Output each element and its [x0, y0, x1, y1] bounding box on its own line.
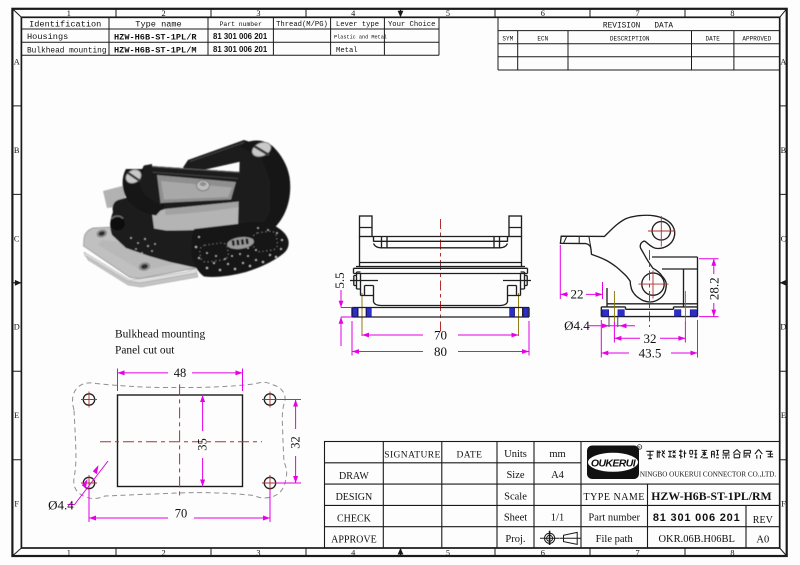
svg-text:81 301 006 201: 81 301 006 201	[213, 32, 268, 41]
svg-text:1/1: 1/1	[551, 513, 564, 524]
svg-text:81 301 006 201: 81 301 006 201	[213, 45, 268, 54]
svg-text:Units: Units	[504, 449, 527, 460]
svg-text:R: R	[638, 446, 641, 450]
svg-text:ECN: ECN	[537, 36, 548, 43]
svg-text:Size: Size	[506, 470, 524, 481]
svg-text:Your Choice: Your Choice	[388, 21, 435, 29]
svg-text:TYPE NAME: TYPE NAME	[583, 492, 644, 503]
svg-text:SYM: SYM	[502, 36, 513, 43]
svg-text:Part number: Part number	[588, 513, 640, 524]
svg-text:1: 1	[67, 9, 71, 18]
svg-text:HZW-H6B-ST-1PL/R: HZW-H6B-ST-1PL/R	[114, 32, 197, 42]
svg-text:E: E	[781, 411, 786, 420]
svg-text:B: B	[781, 146, 787, 155]
svg-text:4: 4	[351, 548, 356, 557]
svg-text:8: 8	[730, 9, 734, 18]
svg-text:Metal: Metal	[336, 47, 358, 55]
svg-text:4: 4	[351, 9, 356, 18]
svg-text:APPROVE: APPROVE	[331, 535, 377, 546]
svg-text:B: B	[14, 146, 20, 155]
svg-text:Part number: Part number	[220, 21, 262, 28]
svg-text:Panel cut out: Panel cut out	[115, 345, 175, 357]
svg-text:REV: REV	[753, 515, 774, 526]
svg-text:DATE: DATE	[456, 451, 482, 461]
svg-text:2: 2	[162, 548, 166, 557]
svg-text:5.5: 5.5	[332, 272, 347, 288]
svg-text:8: 8	[730, 548, 734, 557]
svg-text:Housings: Housings	[27, 32, 68, 42]
svg-text:2: 2	[162, 9, 166, 18]
svg-text:80: 80	[434, 344, 447, 359]
svg-text:SIGNATURE: SIGNATURE	[384, 451, 440, 461]
svg-text:81 301 006 201: 81 301 006 201	[653, 512, 741, 524]
svg-text:Ø4.4: Ø4.4	[564, 318, 590, 333]
svg-text:A: A	[14, 58, 20, 67]
svg-text:DESIGN: DESIGN	[336, 492, 373, 503]
svg-text:mm: mm	[549, 449, 565, 460]
svg-text:NINGBO OUKERUI CONNECTOR CO.,L: NINGBO OUKERUI CONNECTOR CO.,LTD.	[640, 471, 777, 479]
svg-text:32: 32	[289, 436, 303, 449]
svg-text:48: 48	[174, 366, 187, 380]
svg-text:Thread(M/PG): Thread(M/PG)	[276, 21, 328, 29]
svg-text:Lever type: Lever type	[336, 21, 379, 29]
svg-text:HZW-H6B-ST-1PL/RM: HZW-H6B-ST-1PL/RM	[651, 489, 771, 503]
svg-text:F: F	[781, 500, 786, 509]
svg-text:File path: File path	[596, 534, 634, 545]
svg-text:E: E	[14, 411, 19, 420]
svg-text:70: 70	[175, 507, 188, 521]
svg-text:5: 5	[446, 9, 450, 18]
svg-text:7: 7	[636, 548, 640, 557]
svg-text:28.2: 28.2	[706, 277, 721, 300]
svg-text:C: C	[781, 234, 787, 243]
svg-text:7: 7	[636, 9, 640, 18]
svg-text:D: D	[780, 323, 786, 332]
svg-text:F: F	[14, 500, 19, 509]
svg-text:APPROVED: APPROVED	[742, 36, 771, 43]
svg-text:DESCRIPTION: DESCRIPTION	[610, 36, 650, 43]
svg-text:70: 70	[434, 328, 447, 343]
svg-text:35: 35	[196, 438, 210, 451]
svg-text:43.5: 43.5	[639, 345, 662, 360]
svg-text:3: 3	[256, 548, 260, 557]
svg-text:Ø4.4: Ø4.4	[48, 498, 74, 513]
svg-text:6: 6	[541, 9, 545, 18]
svg-text:A4: A4	[551, 470, 565, 481]
svg-text:Scale: Scale	[504, 491, 527, 502]
svg-text:A: A	[780, 58, 786, 67]
svg-text:Sheet: Sheet	[504, 513, 527, 524]
svg-text:22: 22	[571, 287, 584, 302]
svg-text:DRAW: DRAW	[339, 471, 369, 482]
svg-text:REVISION DATA: REVISION DATA	[603, 23, 674, 31]
svg-text:DATE: DATE	[705, 36, 720, 43]
svg-text:3: 3	[256, 9, 260, 18]
svg-text:Proj.: Proj.	[505, 534, 525, 545]
svg-text:C: C	[14, 234, 20, 243]
svg-text:Identification: Identification	[29, 20, 101, 30]
svg-text:Type name: Type name	[135, 20, 181, 30]
svg-text:OUKERUI: OUKERUI	[591, 458, 637, 470]
svg-text:Bulkhead mounting: Bulkhead mounting	[27, 47, 107, 55]
svg-text:HZW-H6B-ST-1PL/M: HZW-H6B-ST-1PL/M	[114, 46, 197, 56]
svg-text:6: 6	[541, 548, 545, 557]
svg-text:1: 1	[67, 548, 71, 557]
svg-text:32: 32	[644, 331, 657, 346]
svg-text:A0: A0	[756, 534, 769, 545]
svg-text:D: D	[14, 323, 20, 332]
svg-text:CHECK: CHECK	[337, 513, 372, 524]
svg-text:Plastic and Metal: Plastic and Metal	[334, 35, 387, 41]
svg-text:OKR.06B.H06BL: OKR.06B.H06BL	[658, 534, 734, 545]
svg-text:Bulkhead mounting: Bulkhead mounting	[115, 329, 205, 341]
svg-text:5: 5	[446, 548, 450, 557]
